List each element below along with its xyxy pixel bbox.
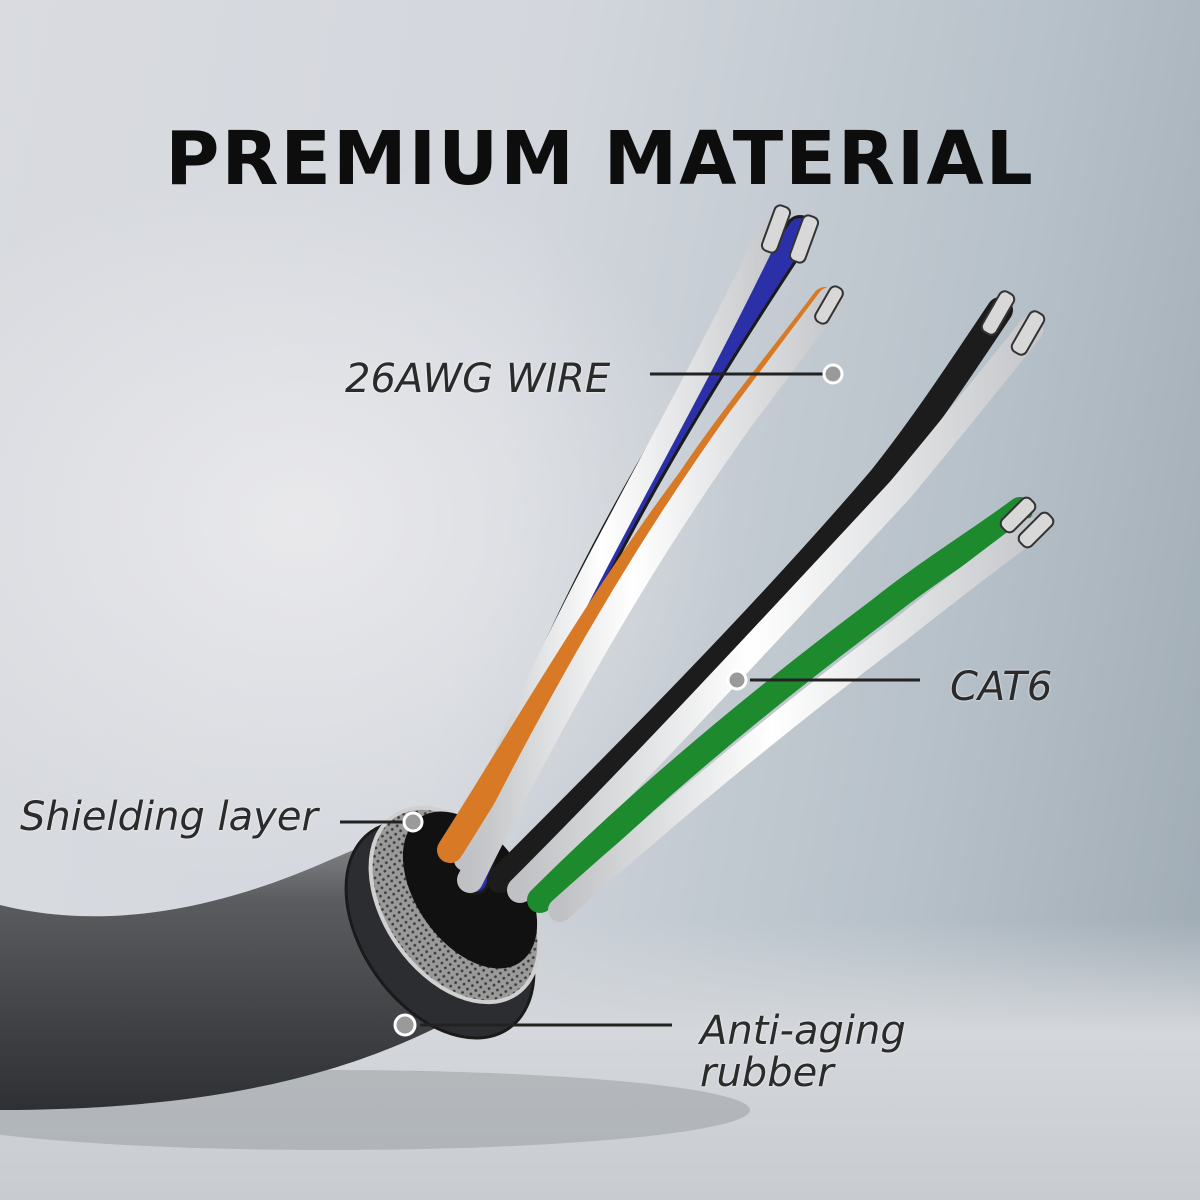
callout-jacket-line1: Anti-aging — [700, 1008, 906, 1054]
page-title: PREMIUM MATERIAL — [165, 115, 1035, 202]
marker-shield — [402, 811, 424, 833]
callout-markers — [393, 363, 844, 1037]
callout-lines — [340, 372, 920, 1027]
marker-rubber — [393, 1013, 417, 1037]
callout-jacket: Anti-aging rubber — [700, 1010, 906, 1094]
callout-jacket-line2: rubber — [700, 1050, 834, 1096]
twisted-pairs — [437, 215, 1043, 922]
wire-tips — [760, 204, 1055, 549]
callout-shielding: Shielding layer — [20, 794, 318, 840]
marker-cat6 — [726, 669, 748, 691]
marker-wire — [822, 363, 844, 385]
callout-wire-gauge: 26AWG WIRE — [345, 356, 611, 402]
callout-category: CAT6 — [950, 664, 1053, 710]
